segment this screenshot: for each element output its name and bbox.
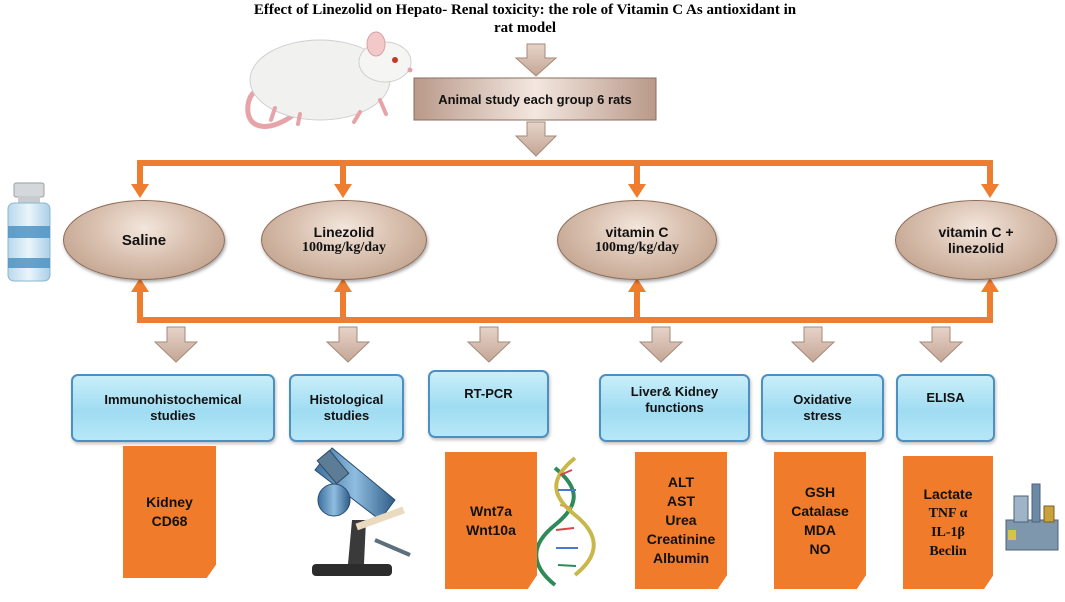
group-label-line1: vitamin C	[605, 224, 669, 240]
result-item: Catalase	[791, 502, 849, 519]
result-note-rt-pcr: Wnt7a Wnt10a	[445, 452, 537, 589]
group-label-line2: linezolid	[948, 240, 1004, 256]
assay-box-oxidative-stress: Oxidative stress	[761, 374, 884, 442]
result-item: MDA	[804, 521, 836, 538]
result-item: Lactate	[923, 485, 973, 502]
result-item: Urea	[665, 512, 697, 528]
rat-icon	[245, 31, 413, 129]
result-item: NO	[809, 540, 831, 557]
result-item: Wnt7a	[469, 502, 512, 519]
group-label-line2: 100mg/kg/day	[594, 240, 679, 255]
result-item: Kidney	[146, 494, 193, 510]
animal-study-label: Animal study each group 6 rats	[438, 91, 632, 107]
result-item: ALT	[667, 474, 695, 490]
dna-helix-icon	[534, 456, 596, 587]
assay-label-line2: functions	[645, 400, 704, 415]
block-arrows-top	[514, 43, 558, 157]
group-oval-vitamin-c: vitamin C 100mg/kg/day	[557, 200, 717, 280]
assay-box-rt-pcr: RT-PCR	[428, 370, 549, 438]
bottom-connector-arrowheads	[131, 278, 999, 292]
result-item: Albumin	[653, 550, 709, 566]
assay-box-immunohistochemical: Immunohistochemical studies	[71, 374, 275, 442]
diagram-title-line2: rat model	[493, 20, 557, 36]
group-oval-vitamin-c-linezolid: vitamin C + linezolid	[895, 200, 1057, 280]
group-label-line1: Saline	[121, 231, 167, 249]
group-oval-linezolid: Linezolid 100mg/kg/day	[261, 200, 427, 280]
assay-label-line2: studies	[150, 408, 196, 423]
assay-label-line2: studies	[323, 408, 370, 423]
assay-box-elisa: ELISA	[896, 374, 995, 442]
assay-label-line2: stress	[803, 408, 842, 423]
result-item: Wnt10a	[466, 521, 516, 538]
assay-label-line1: Histological	[309, 392, 384, 407]
animal-study-box: Animal study each group 6 rats	[414, 78, 656, 120]
result-item: CD68	[151, 513, 188, 529]
group-oval-saline: Saline	[63, 200, 225, 280]
assay-box-histological: Histological studies	[289, 374, 404, 442]
group-label-line1: vitamin C +	[938, 224, 1014, 240]
animal-study-box-bg	[413, 77, 657, 121]
block-arrows-assays	[153, 326, 964, 363]
assay-label-line1: RT-PCR	[464, 386, 513, 401]
result-item: Beclin	[929, 543, 967, 559]
result-item: AST	[667, 493, 695, 509]
bottom-collection-connector	[137, 290, 993, 323]
group-label-line1: Linezolid	[313, 224, 375, 240]
diagram-title-line1: Effect of Linezolid on Hepato- Renal tox…	[253, 2, 797, 18]
result-item: TNF α	[928, 505, 968, 521]
assay-label-line1: Immunohistochemical	[104, 392, 242, 407]
assay-label-line1: Liver& Kidney	[630, 384, 719, 399]
group-label-line2: 100mg/kg/day	[301, 240, 386, 255]
top-distribution-connector	[137, 160, 993, 186]
result-item: GSH	[804, 483, 836, 500]
result-item: Creatinine	[646, 531, 716, 547]
result-note-liver-kidney: ALT AST Urea Creatinine Albumin	[635, 452, 727, 589]
result-note-elisa: Lactate TNF α IL-1β Beclin	[903, 456, 993, 589]
lab-equipment-icon	[1005, 483, 1059, 551]
result-note-oxidative: GSH Catalase MDA NO	[774, 452, 866, 589]
top-connector-arrowheads	[131, 184, 999, 198]
result-note-immunohisto: Kidney CD68	[123, 446, 216, 578]
microscope-icon	[312, 447, 411, 576]
vial-icon	[7, 182, 51, 282]
assay-label-line1: Oxidative	[793, 392, 852, 407]
assay-label-line1: ELISA	[926, 390, 965, 405]
assay-box-liver-kidney: Liver& Kidney functions	[599, 374, 750, 442]
result-item: IL-1β	[931, 524, 965, 540]
